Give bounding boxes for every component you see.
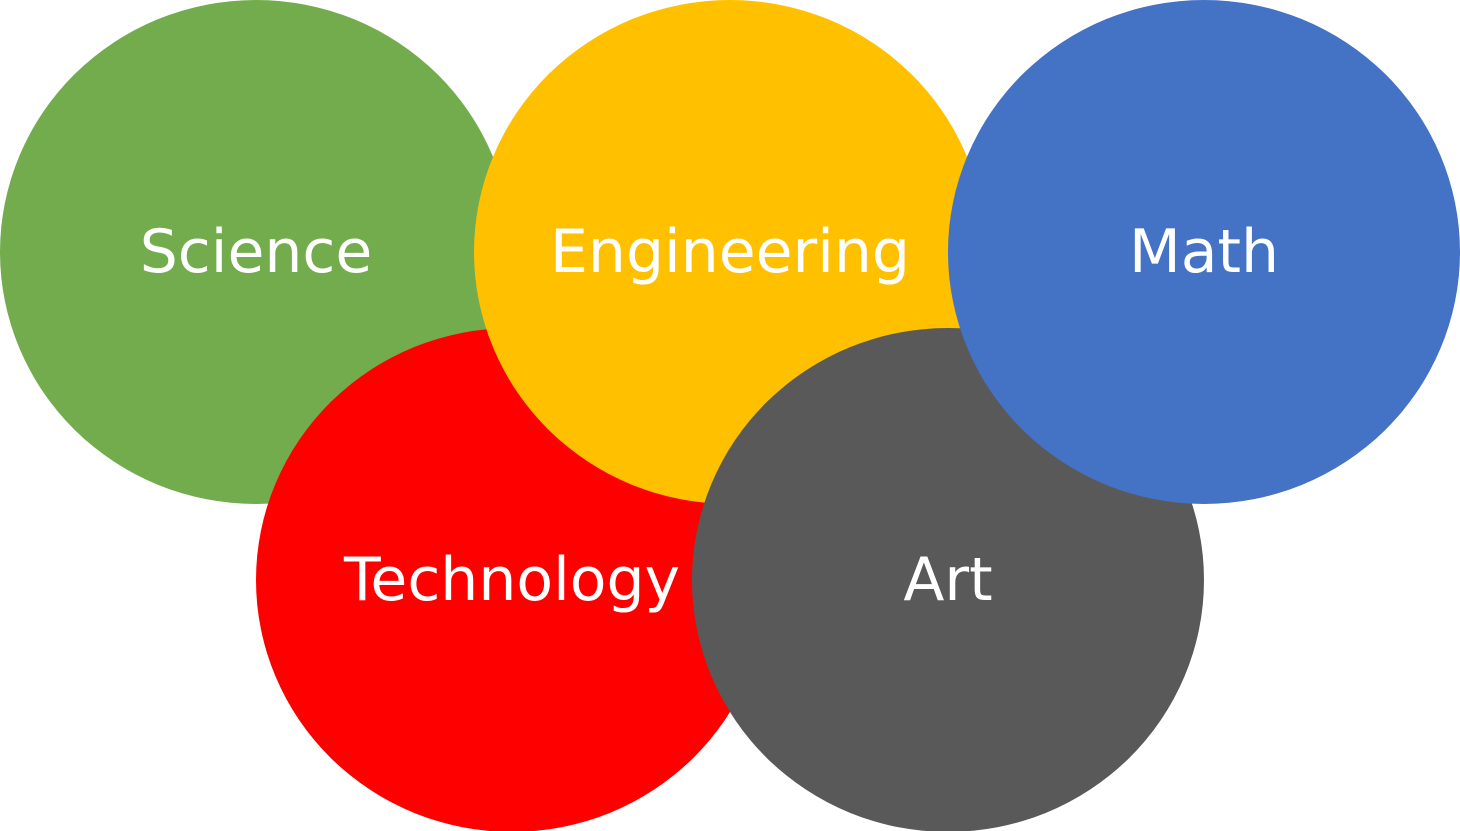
science-circle: Science	[0, 0, 512, 504]
math-circle: Math	[948, 0, 1460, 504]
science-label: Science	[139, 217, 373, 287]
engineering-label: Engineering	[550, 217, 910, 287]
art-label: Art	[903, 545, 993, 615]
math-label: Math	[1128, 217, 1280, 287]
technology-label: Technology	[343, 545, 681, 615]
